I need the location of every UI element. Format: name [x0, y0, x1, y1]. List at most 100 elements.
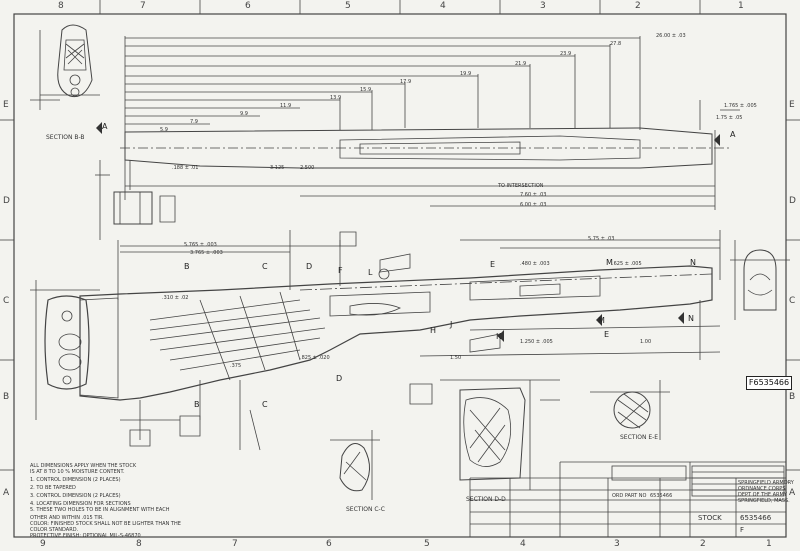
dim-text: 19.9 — [460, 71, 472, 77]
dim-text: 5.9 — [160, 127, 168, 133]
dim-text: 1.250 ± .005 — [520, 339, 553, 345]
dim-text: 9.9 — [240, 111, 248, 117]
cut-letter: C — [262, 400, 268, 409]
cut-letter: M — [598, 316, 605, 325]
dim-text: 6.00 ± .03 — [520, 202, 547, 208]
dim-text: 21.9 — [515, 61, 527, 67]
cut-letter: E — [490, 260, 496, 269]
cut-letter: F — [338, 266, 343, 275]
cut-letter: D — [306, 262, 313, 271]
zone-top-6: 6 — [245, 1, 251, 11]
title-block-city: SPRINGFIELD, MASS. — [738, 498, 790, 504]
title-block-part-name: STOCK — [698, 514, 722, 522]
zone-top-8: 8 — [58, 1, 64, 11]
cut-letter: D — [336, 374, 343, 383]
title-block-sheet-no: 6535466 — [740, 514, 772, 522]
dim-text: 5.75 ± .03 — [588, 236, 615, 242]
zone-top-2: 2 — [635, 1, 641, 11]
cut-letter: A — [102, 122, 108, 131]
dim-text: 26.00 ± .03 — [656, 33, 686, 39]
dim-text: 7.9 — [190, 119, 198, 125]
title-block-number: 6535466 — [650, 493, 673, 499]
note-line: 3. CONTROL DIMENSION (2 PLACES) — [30, 493, 121, 499]
dim-text: 11.9 — [280, 103, 292, 109]
note-line: 4. LOCATING DIMENSION FOR SECTIONS — [30, 501, 131, 507]
zone-bottom-7: 7 — [232, 539, 238, 549]
dim-text: 1.765 ± .005 — [724, 103, 757, 109]
zone-bottom-8: 8 — [136, 539, 142, 549]
dim-text: 3.765 ± .003 — [190, 250, 223, 256]
zone-left-e: E — [3, 100, 9, 110]
zone-bottom-5: 5 — [424, 539, 430, 549]
zone-bottom-4: 4 — [520, 539, 526, 549]
zone-top-7: 7 — [140, 1, 146, 11]
zone-bottom-2: 2 — [700, 539, 706, 549]
dim-text: .310 ± .02 — [162, 295, 189, 301]
dim-text: 15.9 — [360, 87, 372, 93]
dim-text: .375 — [230, 363, 242, 369]
cut-letter: N — [690, 258, 696, 267]
note-line: 2. TO BE TAPERED — [30, 485, 76, 491]
dim-text: 2.500 — [300, 165, 315, 171]
zone-top-5: 5 — [345, 1, 351, 11]
cut-letter: K — [496, 332, 502, 341]
note-line: OTHER AND WITHIN .015 TIR. — [30, 515, 104, 521]
title-block-ordnance: ORDNANCE CORPS — [738, 486, 786, 492]
zone-right-d: D — [789, 196, 796, 206]
dim-text: 23.9 — [560, 51, 572, 57]
cut-letter: B — [184, 262, 190, 271]
dim-text: .188 ± .01 — [172, 165, 199, 171]
dim-text: .825 ± .020 — [300, 355, 330, 361]
note-line: IS AT 8 TO 10 % MOISTURE CONTENT. — [30, 469, 125, 475]
note-line: COLOR: FINISHED STOCK SHALL NOT BE LIGHT… — [30, 521, 181, 527]
cut-letter: C — [262, 262, 268, 271]
note-line: 5. THESE TWO HOLES TO BE IN ALIGNMENT WI… — [30, 507, 170, 513]
title-block-number-label: ORD PART NO — [612, 493, 647, 499]
cut-letter: N — [688, 314, 694, 323]
title-block-dept: DEPT OF THE ARMY — [738, 492, 787, 498]
cut-letter: E — [604, 330, 610, 339]
zone-top-3: 3 — [540, 1, 546, 11]
cut-letter: L — [368, 268, 373, 277]
note-line: COLOR STANDARD. — [30, 527, 79, 533]
zone-right-c: C — [789, 296, 796, 306]
zone-right-e: E — [789, 100, 795, 110]
zone-bottom-3: 3 — [614, 539, 620, 549]
section-d-d-title: SECTION D-D — [466, 496, 506, 503]
zone-bottom-6: 6 — [326, 539, 332, 549]
note-line: ALL DIMENSIONS APPLY WHEN THE STOCK — [30, 463, 137, 469]
dim-text: .625 ± .005 — [612, 261, 642, 267]
dim-text: 1.00 — [640, 339, 652, 345]
zone-right-b: B — [789, 392, 796, 402]
cut-letter: M — [606, 258, 613, 267]
zone-bottom-1: 1 — [766, 539, 772, 549]
zone-left-b: B — [3, 392, 10, 402]
cut-letter: B — [194, 400, 200, 409]
note-line: PROTECTIVE FINISH: OPTIONAL MIL-S-46870 — [30, 533, 141, 539]
zone-left-a: A — [3, 488, 10, 498]
section-b-b-title: SECTION B-B — [46, 134, 85, 141]
dim-text: 5.765 ± .003 — [184, 242, 217, 248]
title-block-size: F — [740, 526, 745, 534]
dim-text: 7.60 ± .03 — [520, 192, 547, 198]
zone-bottom-9: 9 — [40, 539, 46, 549]
zone-top-4: 4 — [440, 1, 446, 11]
zone-right-a: A — [789, 488, 796, 498]
dim-text: 3.125 — [270, 165, 285, 171]
dim-text: 1.75 ± .05 — [716, 115, 743, 121]
dim-text: TO INTERSECTION — [498, 183, 544, 189]
zone-top-1: 1 — [738, 1, 744, 11]
dim-text: .480 ± .003 — [520, 261, 550, 267]
zone-left-d: D — [3, 196, 10, 206]
dim-text: 1.50 — [450, 355, 462, 361]
section-c-c-title: SECTION C-C — [346, 506, 385, 513]
note-line: 1. CONTROL DIMENSION (2 PLACES) — [30, 477, 121, 483]
cut-letter: H — [430, 326, 437, 335]
dim-text: 27.8 — [610, 41, 622, 47]
dim-text: 13.9 — [330, 95, 342, 101]
cut-letter: J — [450, 320, 453, 329]
section-e-e-title: SECTION E-E — [620, 434, 659, 441]
part-number-box: F6535466 — [746, 376, 792, 390]
